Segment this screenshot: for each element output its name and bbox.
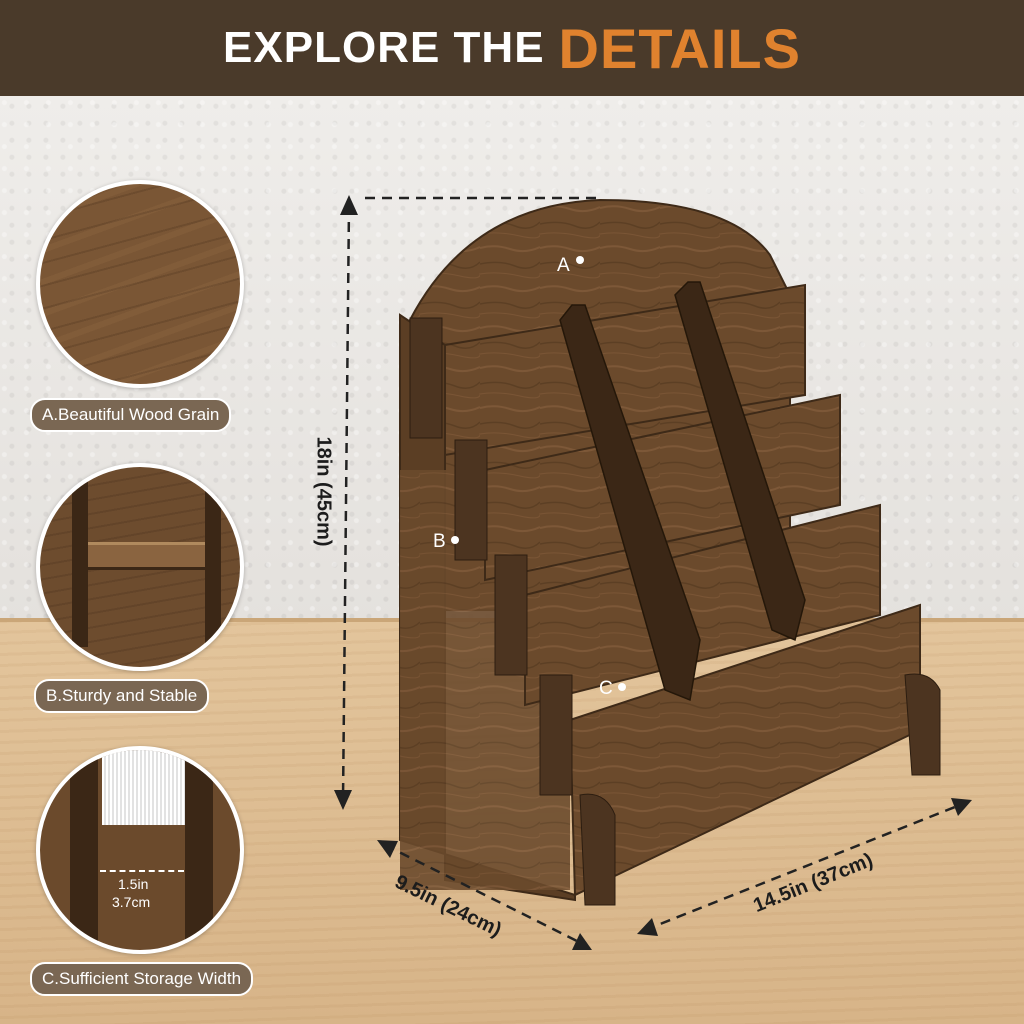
banner-title: EXPLORE THE (223, 23, 545, 72)
marker-c: C (599, 678, 613, 699)
divider-left (559, 304, 701, 702)
product-organizer-illustration (399, 198, 941, 906)
storage-width-closeup: 1.5in 3.7cm (36, 746, 244, 954)
detail-label-b: B.Sturdy and Stable (34, 679, 210, 713)
sturdy-closeup (36, 463, 244, 671)
divider-right (674, 281, 806, 642)
detail-label-c: C.Sufficient Storage Width (30, 962, 254, 996)
header-banner: EXPLORE THE DETAILS (0, 0, 1024, 96)
banner-accent-title: DETAILS (558, 16, 801, 80)
inset-width-cm: 3.7cm (112, 894, 151, 910)
wood-grain-closeup (36, 180, 244, 388)
height-dimension-label: 18in (45cm) (312, 436, 335, 547)
inset-width-in: 1.5in (118, 876, 149, 892)
marker-b: B (433, 531, 446, 552)
marker-a: A (557, 255, 570, 276)
detail-label-a: A.Beautiful Wood Grain (30, 398, 232, 432)
